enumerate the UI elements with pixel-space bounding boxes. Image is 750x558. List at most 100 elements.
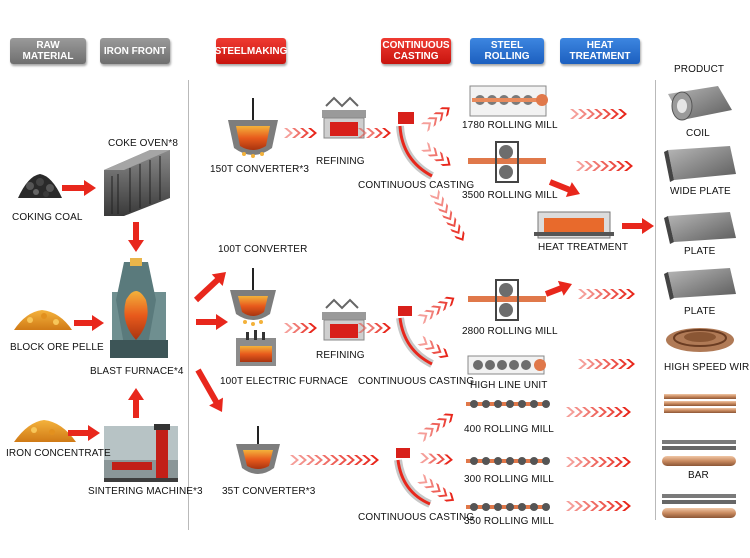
flow-arrow bbox=[195, 368, 223, 412]
flow-arrow bbox=[74, 315, 104, 331]
label-heat-treatment: HEAT TREATMENT bbox=[538, 242, 629, 253]
label-continuous-casting-2: CONTINUOUS CASTING bbox=[358, 376, 475, 387]
converter-150t-icon bbox=[228, 98, 278, 158]
refining-unit-1-icon bbox=[322, 96, 366, 139]
divider-product bbox=[655, 80, 656, 520]
label-rolling-mill-400: 400 ROLLING MILL bbox=[464, 424, 554, 435]
flow-arrow bbox=[358, 323, 391, 333]
electric-furnace-icon bbox=[236, 330, 276, 366]
flow-arrow bbox=[290, 455, 379, 465]
label-sintering-machine: SINTERING MACHINE*3 bbox=[88, 486, 203, 497]
flow-arrow bbox=[284, 323, 317, 333]
label-high-line-unit: HIGH LINE UNIT bbox=[470, 380, 548, 391]
plate-product-1-icon bbox=[664, 212, 736, 244]
label-refining-2: REFINING bbox=[316, 350, 365, 361]
label-rolling-mill-1780: 1780 ROLLING MILL bbox=[462, 120, 558, 131]
rolling-mill-400-icon bbox=[466, 400, 550, 408]
block-ore-pile-icon bbox=[14, 310, 72, 330]
converter-35t-icon bbox=[236, 426, 280, 474]
flow-arrow bbox=[128, 222, 144, 252]
sintering-machine-icon bbox=[104, 424, 178, 482]
flow-arrow bbox=[68, 425, 100, 441]
label-rolling-mill-3500: 3500 ROLLING MILL bbox=[462, 190, 558, 201]
flow-arrow bbox=[566, 501, 631, 511]
coking-coal-pile-icon bbox=[18, 174, 62, 198]
plate-product-2-icon bbox=[664, 268, 736, 300]
header-steelmaking: STEELMAKING bbox=[215, 38, 287, 64]
label-continuous-casting-1: CONTINUOUS CASTING bbox=[358, 180, 475, 191]
label-high-speed-wire: HIGH SPEED WIRE bbox=[664, 362, 750, 373]
flow-arrow bbox=[566, 457, 631, 467]
label-refining-1: REFINING bbox=[316, 156, 365, 167]
label-converter-150t: 150T CONVERTER*3 bbox=[210, 164, 310, 175]
converter-100t-icon bbox=[230, 268, 276, 326]
rolling-mill-2800-icon bbox=[468, 279, 546, 321]
flow-arrow bbox=[622, 218, 654, 234]
flow-arrow bbox=[421, 141, 451, 166]
flow-arrows bbox=[62, 107, 654, 511]
refining-unit-2-icon bbox=[322, 298, 366, 341]
coil-product-icon bbox=[668, 86, 732, 121]
continuous-caster-1-icon bbox=[396, 112, 434, 180]
flow-arrow bbox=[417, 473, 455, 502]
flow-arrow bbox=[429, 189, 465, 241]
label-bar: BAR bbox=[688, 470, 709, 481]
wide-plate-product-icon bbox=[664, 146, 736, 182]
label-electric-furnace: 100T ELECTRIC FURNACE bbox=[220, 376, 349, 387]
label-coking-coal: COKING COAL bbox=[12, 212, 83, 223]
rolling-mill-350-icon bbox=[466, 503, 550, 511]
iron-concentrate-pile-icon bbox=[14, 420, 76, 442]
flow-arrow bbox=[417, 335, 449, 358]
high-line-unit-icon bbox=[467, 355, 546, 375]
flow-arrow bbox=[417, 296, 455, 325]
rolling-mill-3500-icon bbox=[468, 141, 546, 183]
flow-arrow bbox=[566, 407, 631, 417]
rolling-mill-1780-icon bbox=[469, 85, 548, 117]
blast-furnace-icon bbox=[110, 258, 168, 358]
header-raw-material: RAW MATERIAL bbox=[10, 38, 86, 64]
flow-arrow bbox=[128, 388, 144, 418]
flow-arrow bbox=[62, 180, 96, 196]
continuous-caster-2-icon bbox=[396, 306, 434, 368]
label-converter-100t: 100T CONVERTER bbox=[218, 244, 308, 255]
flow-arrow bbox=[196, 314, 228, 330]
label-converter-35t: 35T CONVERTER*3 bbox=[222, 486, 316, 497]
flow-arrow bbox=[420, 107, 450, 132]
label-coil: COIL bbox=[686, 128, 710, 139]
flow-arrow bbox=[576, 161, 633, 171]
bar-product-icon bbox=[662, 440, 736, 466]
header-iron-front: IRON FRONT bbox=[100, 38, 170, 64]
flow-arrow bbox=[419, 453, 453, 465]
bar-bundle-product-icon bbox=[664, 394, 736, 413]
divider-iron-steel bbox=[188, 80, 189, 530]
header-product: PRODUCT bbox=[674, 64, 725, 75]
flow-arrow bbox=[578, 359, 635, 369]
flow-arrow bbox=[193, 271, 227, 303]
high-speed-wire-product-icon bbox=[666, 328, 734, 352]
continuous-caster-3-icon bbox=[394, 448, 432, 508]
label-rolling-mill-2800: 2800 ROLLING MILL bbox=[462, 326, 558, 337]
label-continuous-casting-3: CONTINUOUS CASTING bbox=[358, 512, 475, 523]
round-bar-product-icon bbox=[662, 494, 736, 518]
header-heat-treatment: HEAT TREATMENT bbox=[560, 38, 640, 64]
header-steel-rolling: STEEL ROLLING bbox=[470, 38, 544, 64]
label-coke-oven: COKE OVEN*8 bbox=[108, 138, 179, 149]
label-block-ore: BLOCK ORE PELLE bbox=[10, 342, 104, 353]
label-rolling-mill-350: 350 ROLLING MILL bbox=[464, 516, 554, 527]
label-rolling-mill-300: 300 ROLLING MILL bbox=[464, 474, 554, 485]
label-plate-2: PLATE bbox=[684, 306, 716, 317]
label-plate-1: PLATE bbox=[684, 246, 716, 257]
rolling-mill-300-icon bbox=[466, 457, 550, 465]
coke-oven-icon bbox=[104, 150, 170, 216]
label-iron-concentrate: IRON CONCENTRATE bbox=[6, 448, 111, 459]
label-blast-furnace: BLAST FURNACE*4 bbox=[90, 366, 184, 377]
flow-arrow bbox=[570, 109, 627, 119]
flow-arrow bbox=[417, 413, 454, 443]
flow-arrow bbox=[358, 128, 391, 138]
label-wide-plate: WIDE PLATE bbox=[670, 186, 731, 197]
flow-arrow bbox=[578, 289, 635, 299]
flow-arrow bbox=[548, 179, 581, 197]
flow-arrow bbox=[284, 128, 317, 138]
